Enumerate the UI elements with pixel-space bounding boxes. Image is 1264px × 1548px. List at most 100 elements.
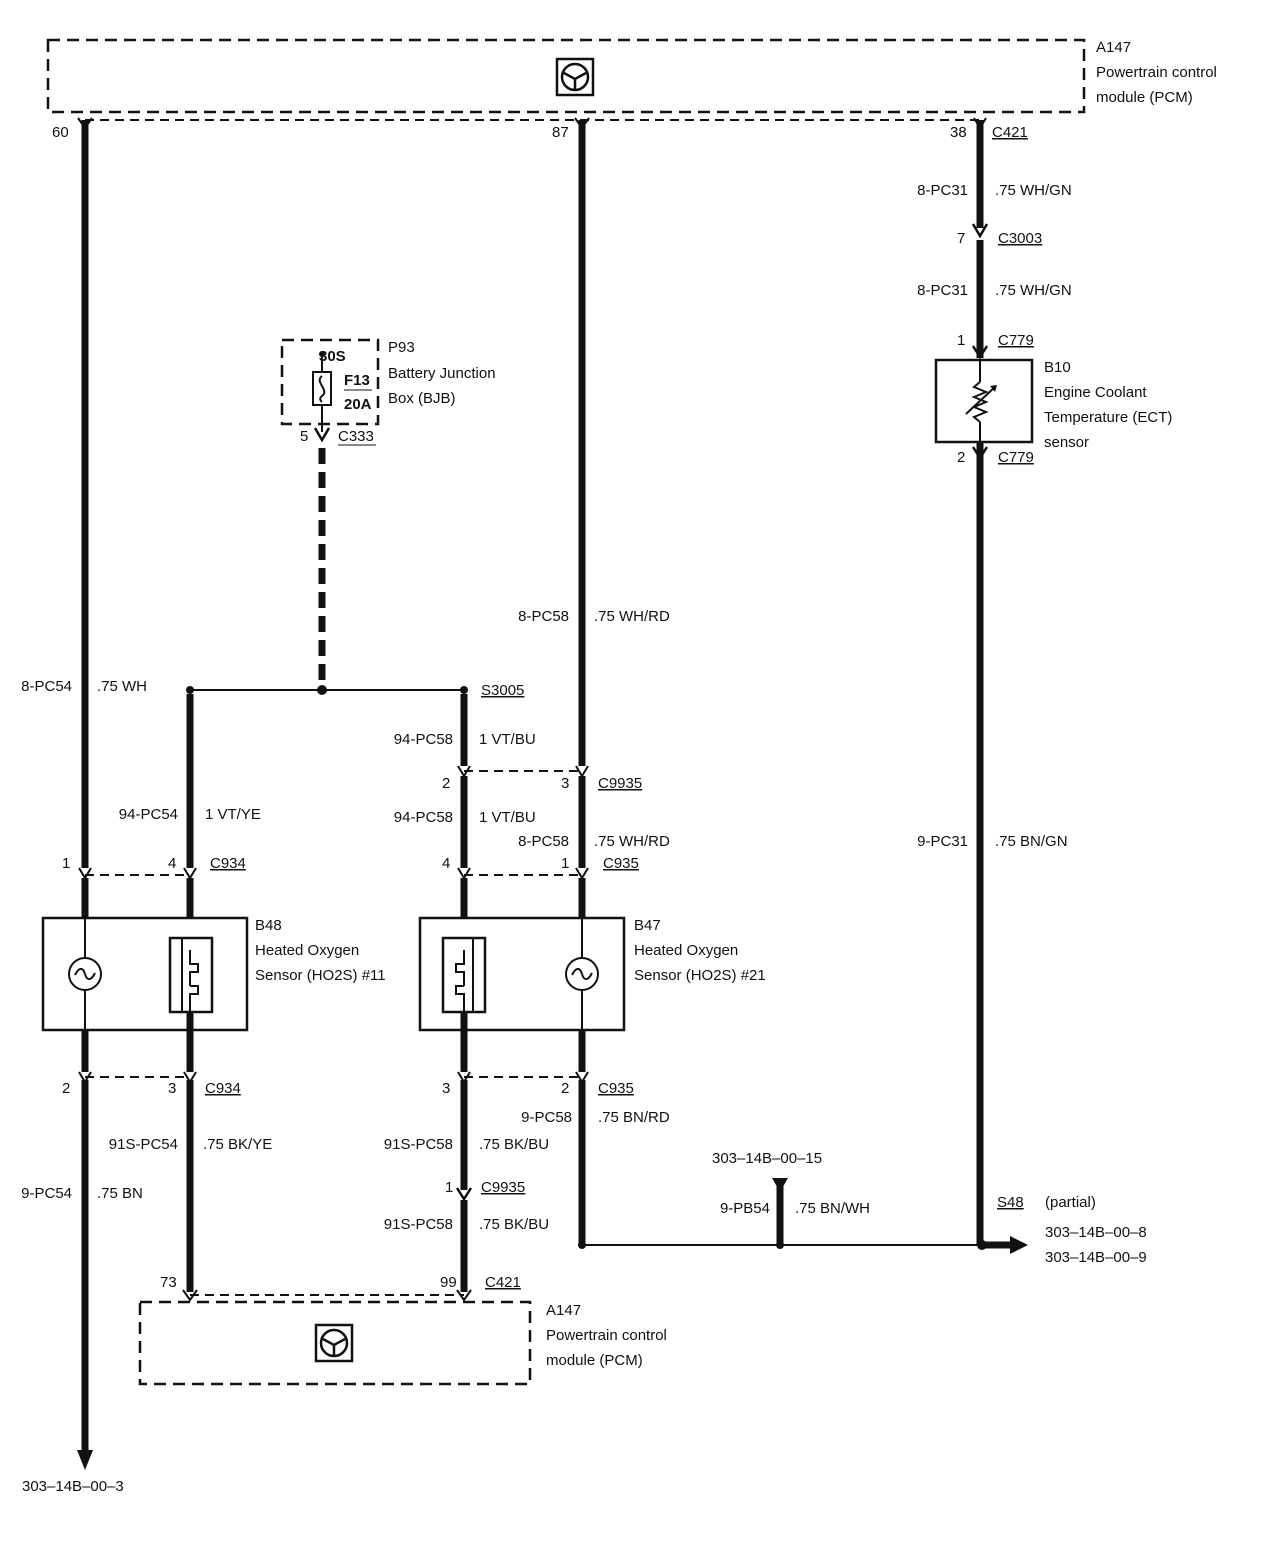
splice-s3005-label: S3005 bbox=[481, 682, 524, 699]
pin-c779-1: 1 bbox=[957, 332, 965, 349]
pin-b47-2: 2 bbox=[561, 1080, 569, 1097]
bjb-name-line2: Box (BJB) bbox=[388, 390, 456, 407]
wire-label-pc58-a: 8-PC58 bbox=[518, 608, 569, 625]
pin-60: 60 bbox=[52, 124, 69, 141]
wire-spec-pc58-b: .75 WH/RD bbox=[594, 833, 670, 850]
c935-top-arrow-1 bbox=[575, 867, 589, 880]
wire-spec-pc31-c: .75 BN/GN bbox=[995, 833, 1068, 850]
ect-sensor: B10 Engine Coolant Temperature (ECT) sen… bbox=[934, 358, 1172, 451]
ect-name-line1: Engine Coolant bbox=[1044, 384, 1147, 401]
pin-b48-4: 4 bbox=[168, 855, 176, 872]
ref-ground: 303–14B–00–3 bbox=[22, 1478, 124, 1495]
ho2s-11-sensor: B48 Heated Oxygen Sensor (HO2S) #11 bbox=[41, 916, 386, 1032]
wire-spec-pc58-e: 1 VT/BU bbox=[479, 809, 536, 826]
wire-label-pc54-c: 91S-PC54 bbox=[109, 1136, 178, 1153]
c333-arrow bbox=[313, 427, 331, 443]
pin-73: 73 bbox=[160, 1274, 177, 1291]
pb54-ref-arrow bbox=[772, 1178, 788, 1192]
pcm-bottom-name-line2: module (PCM) bbox=[546, 1352, 643, 1369]
conn-c779-bot: C779 bbox=[998, 449, 1034, 466]
ect-id: B10 bbox=[1044, 359, 1071, 376]
pin-99: 99 bbox=[440, 1274, 457, 1291]
wire-label-pc31-a: 8-PC31 bbox=[917, 182, 968, 199]
conn-c934-top: C934 bbox=[210, 855, 246, 872]
c9935-bot-arrow bbox=[455, 1187, 473, 1202]
wire-label-pb54: 9-PB54 bbox=[720, 1200, 770, 1217]
c9935-top-arrow-right bbox=[575, 765, 589, 778]
pcm-bottom-name-line1: Powertrain control bbox=[546, 1327, 667, 1344]
wire-spec-pc54-a: .75 WH bbox=[97, 678, 147, 695]
conn-c779-top: C779 bbox=[998, 332, 1034, 349]
pcm-top-module: A147 Powertrain control module (PCM) bbox=[46, 38, 1217, 114]
pin-b48-1: 1 bbox=[62, 855, 70, 872]
c421-pin73-arrow bbox=[182, 1289, 198, 1302]
conn-c9935-top: C9935 bbox=[598, 775, 642, 792]
wire-label-pc58-c: 9-PC58 bbox=[521, 1109, 572, 1126]
bjb-module: 30S F13 20A P93 Battery Junction Box (BJ… bbox=[280, 338, 496, 446]
pcm-bottom-id: A147 bbox=[546, 1302, 581, 1319]
wire-spec-pc58-a: .75 WH/RD bbox=[594, 608, 670, 625]
ect-name-line3: sensor bbox=[1044, 434, 1089, 451]
conn-c9935-bot: C9935 bbox=[481, 1179, 525, 1196]
ground-ref-arrow bbox=[77, 1450, 93, 1470]
ect-name-line2: Temperature (ECT) bbox=[1044, 409, 1172, 426]
wire-label-pc54-d: 9-PC54 bbox=[21, 1185, 72, 1202]
c779-bot-arrow bbox=[971, 446, 989, 461]
ho2s-11-id: B48 bbox=[255, 917, 282, 934]
c9935-top-arrow-left bbox=[457, 765, 471, 778]
pcm-top-name-line2: module (PCM) bbox=[1096, 89, 1193, 106]
wire-spec-pc58-f: .75 BK/BU bbox=[479, 1136, 549, 1153]
ref-s48-a: 303–14B–00–8 bbox=[1045, 1224, 1147, 1241]
bjb-fuse-rating: 20A bbox=[344, 396, 372, 413]
bjb-name-line1: Battery Junction bbox=[388, 365, 496, 382]
pcm-bottom-module: A147 Powertrain control module (PCM) bbox=[138, 1300, 667, 1386]
conn-c935-top: C935 bbox=[603, 855, 639, 872]
pin-b48-2: 2 bbox=[62, 1080, 70, 1097]
ho2s-21-name-line2: Sensor (HO2S) #21 bbox=[634, 967, 766, 984]
c421-pin60-arrow bbox=[77, 117, 93, 130]
ho2s-21-name-line1: Heated Oxygen bbox=[634, 942, 738, 959]
wire-spec-pc58-c: .75 BN/RD bbox=[598, 1109, 670, 1126]
wire-spec-pc54-d: .75 BN bbox=[97, 1185, 143, 1202]
wire-label-pc58-f: 91S-PC58 bbox=[384, 1136, 453, 1153]
conn-c3003: C3003 bbox=[998, 230, 1042, 247]
wire-spec-pc54-c: .75 BK/YE bbox=[203, 1136, 272, 1153]
ho2s-11-name-line2: Sensor (HO2S) #11 bbox=[255, 967, 386, 984]
ho2s-21-sensor: B47 Heated Oxygen Sensor (HO2S) #21 bbox=[418, 916, 766, 1032]
pin-b48-3: 3 bbox=[168, 1080, 176, 1097]
pin-c3003: 7 bbox=[957, 230, 965, 247]
ho2s-11-name-line1: Heated Oxygen bbox=[255, 942, 359, 959]
splice-s3005-dot-left bbox=[186, 686, 194, 694]
wire-spec-pc54-b: 1 VT/YE bbox=[205, 806, 261, 823]
c934-top-arrow-4 bbox=[183, 867, 197, 880]
pcm-top-icon bbox=[555, 57, 595, 97]
wire-label-pc31-b: 8-PC31 bbox=[917, 282, 968, 299]
c934-bot-arrow-2 bbox=[78, 1071, 92, 1084]
bjb-fuse-label: F13 bbox=[344, 372, 370, 389]
s48-out-arrow bbox=[1010, 1236, 1028, 1254]
wire-label-pc58-b: 8-PC58 bbox=[518, 833, 569, 850]
c421-pin38-arrow bbox=[973, 117, 987, 130]
wire-spec-pc31-a: .75 WH/GN bbox=[995, 182, 1072, 199]
splice-s3005-dot-right bbox=[460, 686, 468, 694]
wire-label-pc54-b: 94-PC54 bbox=[119, 806, 178, 823]
splice-s48-note: (partial) bbox=[1045, 1194, 1096, 1211]
wire-label-pc58-e: 94-PC58 bbox=[394, 809, 453, 826]
pin-b47-4: 4 bbox=[442, 855, 450, 872]
splice-s48-label: S48 bbox=[997, 1194, 1024, 1211]
wire-spec-pc58-g: .75 BK/BU bbox=[479, 1216, 549, 1233]
c421-pin99-arrow bbox=[456, 1289, 472, 1302]
conn-c935-bot: C935 bbox=[598, 1080, 634, 1097]
pin-87: 87 bbox=[552, 124, 569, 141]
conn-c934-bot: C934 bbox=[205, 1080, 241, 1097]
c779-top-arrow bbox=[971, 345, 989, 360]
wire-spec-pc58-d: 1 VT/BU bbox=[479, 731, 536, 748]
bjb-circuit-label: 30S bbox=[319, 348, 346, 365]
pin-c9935-3: 3 bbox=[561, 775, 569, 792]
splice-s3005-dot-mid bbox=[317, 685, 327, 695]
pin-c779-2: 2 bbox=[957, 449, 965, 466]
wire-label-pc31-c: 9-PC31 bbox=[917, 833, 968, 850]
pin-c9935-2: 2 bbox=[442, 775, 450, 792]
pin-b47-3: 3 bbox=[442, 1080, 450, 1097]
